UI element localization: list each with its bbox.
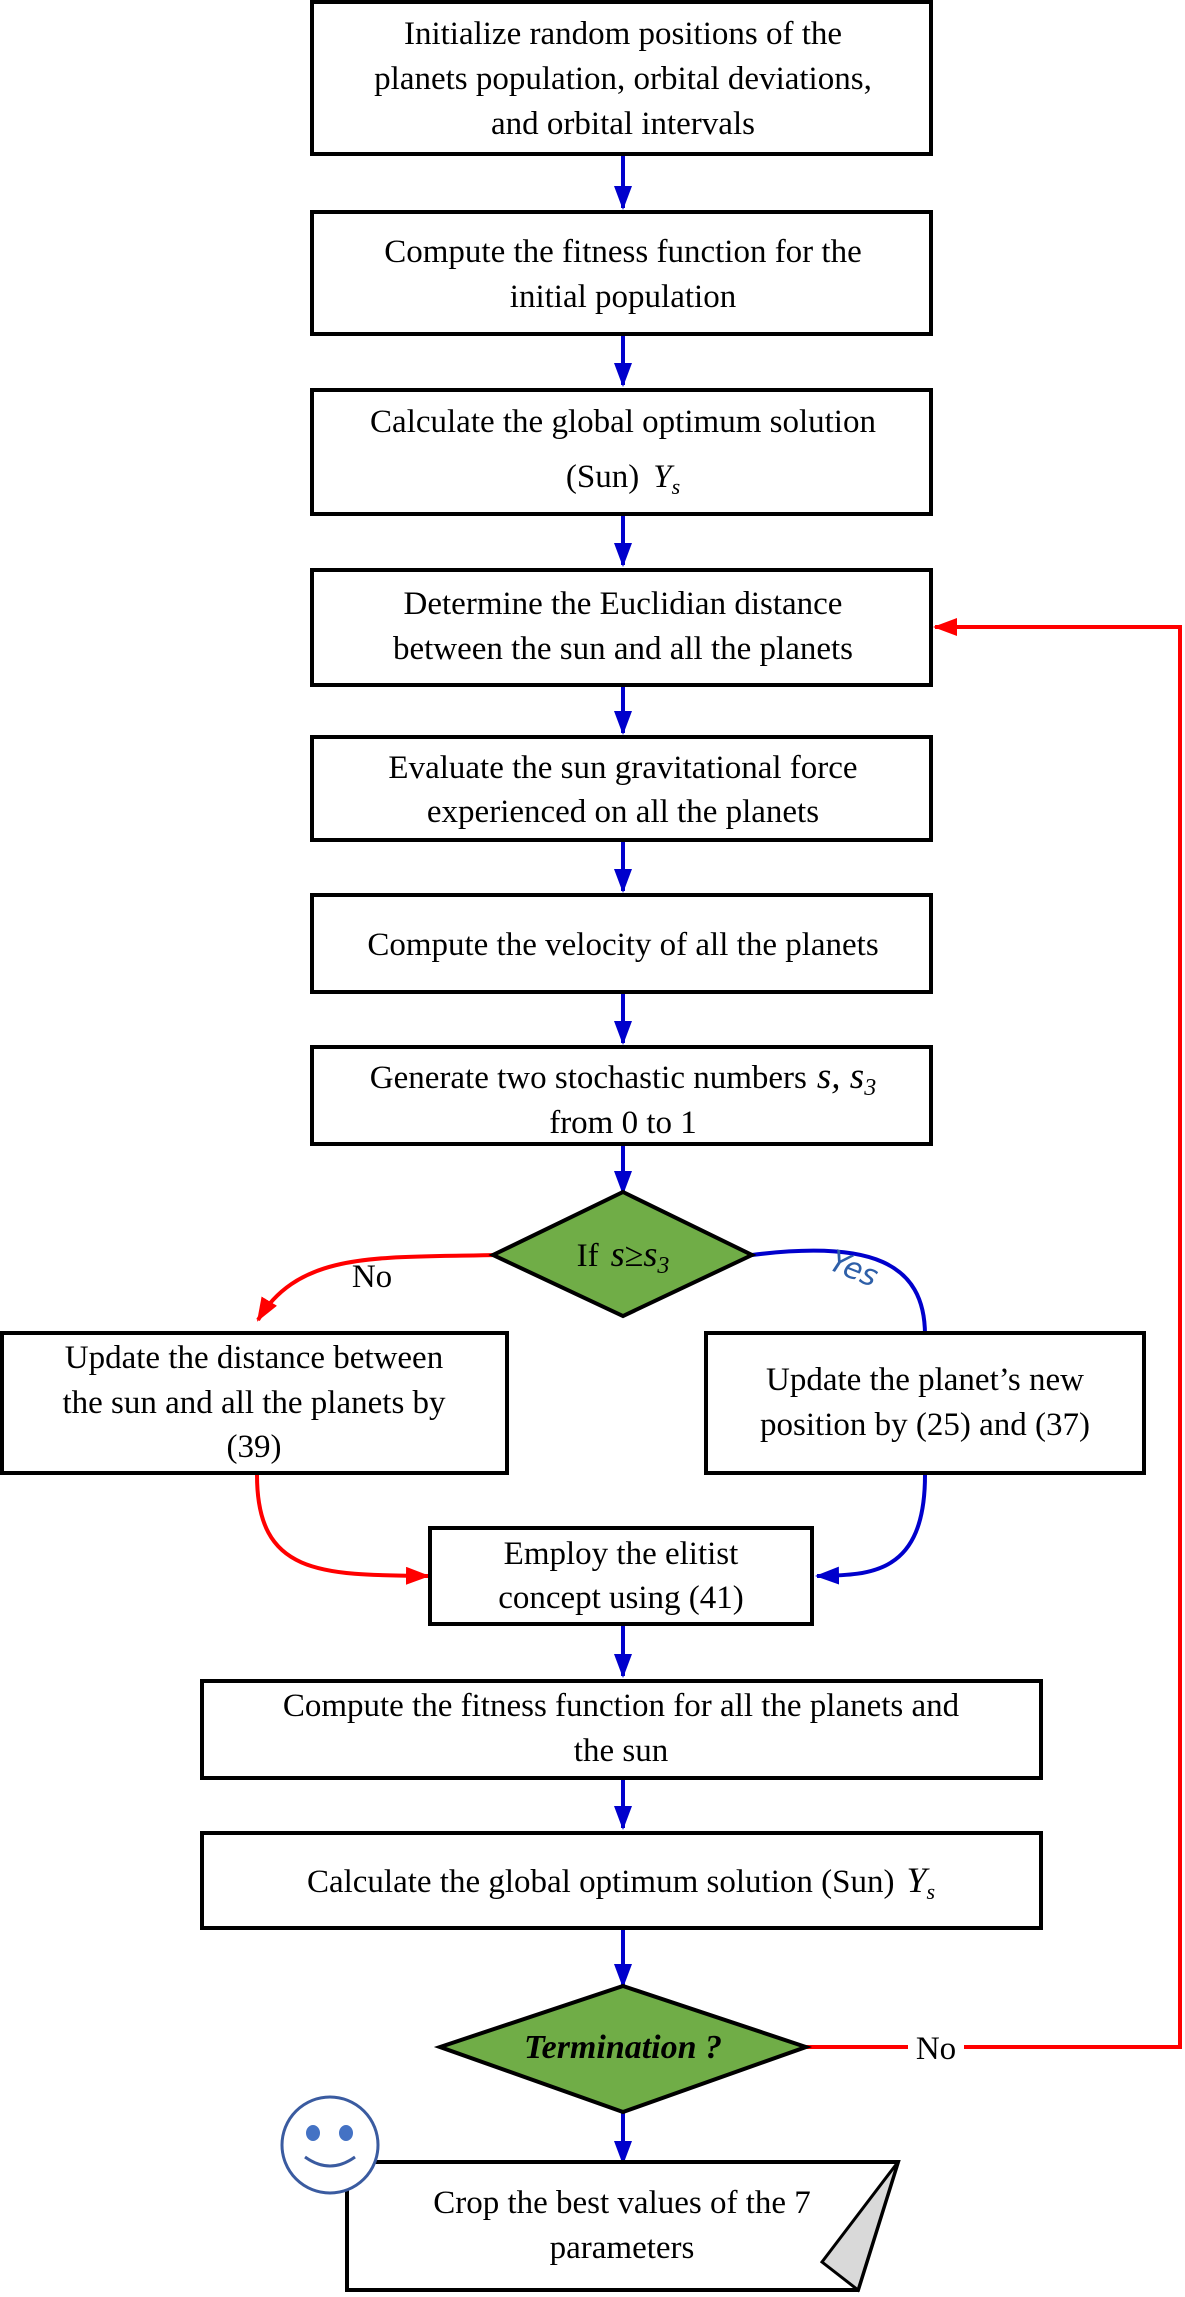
- decision-if: [488, 1189, 757, 1319]
- decision-if-sub: 3: [656, 1253, 669, 1279]
- box-update-position: [704, 1331, 1146, 1475]
- global-opt-1-line-2: (Sun) Ys: [566, 459, 680, 499]
- fitness-all-line-1: Compute the fitness function for all the…: [283, 1688, 960, 1724]
- crop-line-1: Crop the best values of the 7: [433, 2185, 811, 2221]
- box-velocity: [310, 893, 933, 994]
- box-update-distance: [0, 1331, 509, 1475]
- label-no-left: No: [352, 1259, 392, 1295]
- box-global-opt-2: [200, 1831, 1043, 1930]
- box-texts: Initialize random positions of the plane…: [62, 16, 1090, 2266]
- decision-if-s: s: [611, 1234, 625, 1274]
- arrow-no-branch: [256, 1253, 496, 1322]
- arrow-distance-to-elitist: [255, 1474, 430, 1585]
- init-line-2: planets population, orbital deviations,: [374, 61, 872, 97]
- page-curl-icon: [819, 2161, 900, 2293]
- label-no-loop-bg: [908, 2026, 964, 2066]
- arrow-yes-branch: [751, 1248, 927, 1336]
- decision-if-op: ≥: [625, 1237, 644, 1274]
- global-opt-1-line-1: Calculate the global optimum solution: [370, 404, 876, 440]
- stochastic-s: s, s: [817, 1056, 864, 1097]
- gravity-line-1: Evaluate the sun gravitational force: [388, 750, 857, 786]
- box-stochastic: [310, 1045, 933, 1146]
- decision-if-prefix: If: [577, 1238, 599, 1274]
- arrow-position-to-elitist: [815, 1474, 927, 1585]
- decision-termination-text: Termination ?: [524, 2029, 722, 2066]
- update-position-line-1: Update the planet’s new: [766, 1362, 1084, 1398]
- box-fitness-initial: [310, 210, 933, 336]
- fitness-initial-line-2: initial population: [510, 279, 736, 315]
- box-global-opt-1: [310, 388, 933, 516]
- arrow-loop-back: [806, 618, 1182, 2049]
- global-opt-2-line: Calculate the global optimum solution (S…: [307, 1860, 935, 1904]
- box-init: [310, 0, 933, 156]
- box-gravity: [310, 735, 933, 842]
- label-no-loop: No: [916, 2031, 956, 2067]
- update-distance-line-1: Update the distance between: [65, 1340, 443, 1376]
- box-euclid: [310, 568, 933, 687]
- euclid-line-1: Determine the Euclidian distance: [404, 586, 843, 622]
- box-crop: [345, 2160, 901, 2292]
- decision-if-s3: s: [643, 1234, 657, 1274]
- decision-termination: [433, 1983, 813, 2115]
- init-line-3: and orbital intervals: [491, 106, 755, 142]
- global-opt-1-y: Y: [653, 459, 675, 495]
- gravity-line-2: experienced on all the planets: [427, 794, 819, 830]
- box-elitist: [428, 1526, 814, 1626]
- global-opt-1-sub: s: [672, 474, 681, 499]
- global-opt-2-y: Y: [906, 1860, 930, 1900]
- elitist-line-2: concept using (41): [498, 1580, 744, 1616]
- crop-line-2: parameters: [550, 2230, 695, 2266]
- stochastic-line-2: from 0 to 1: [549, 1105, 697, 1141]
- stochastic-sub: 3: [863, 1075, 876, 1101]
- global-opt-2-text: Calculate the global optimum solution (S…: [307, 1864, 895, 1900]
- velocity-line: Compute the velocity of all the planets: [367, 927, 878, 963]
- stochastic-text: Generate two stochastic numbers: [370, 1060, 807, 1096]
- smiley-face-icon: [280, 2095, 380, 2195]
- euclid-line-2: between the sun and all the planets: [393, 631, 853, 667]
- global-opt-1-sun: (Sun): [566, 459, 639, 495]
- update-distance-line-2: the sun and all the planets by: [62, 1385, 446, 1421]
- update-distance-line-3: (39): [227, 1429, 282, 1465]
- stochastic-line-1: Generate two stochastic numbers s, s3: [370, 1056, 876, 1101]
- global-opt-2-sub: s: [926, 1879, 935, 1904]
- fitness-initial-line-1: Compute the fitness function for the: [384, 234, 862, 270]
- box-fitness-all: [200, 1679, 1043, 1780]
- init-line-1: Initialize random positions of the: [404, 16, 842, 52]
- fitness-all-line-2: the sun: [574, 1733, 668, 1769]
- elitist-line-1: Employ the elitist: [504, 1536, 739, 1572]
- update-position-line-2: position by (25) and (37): [760, 1407, 1090, 1443]
- process-boxes: [0, 0, 1146, 1930]
